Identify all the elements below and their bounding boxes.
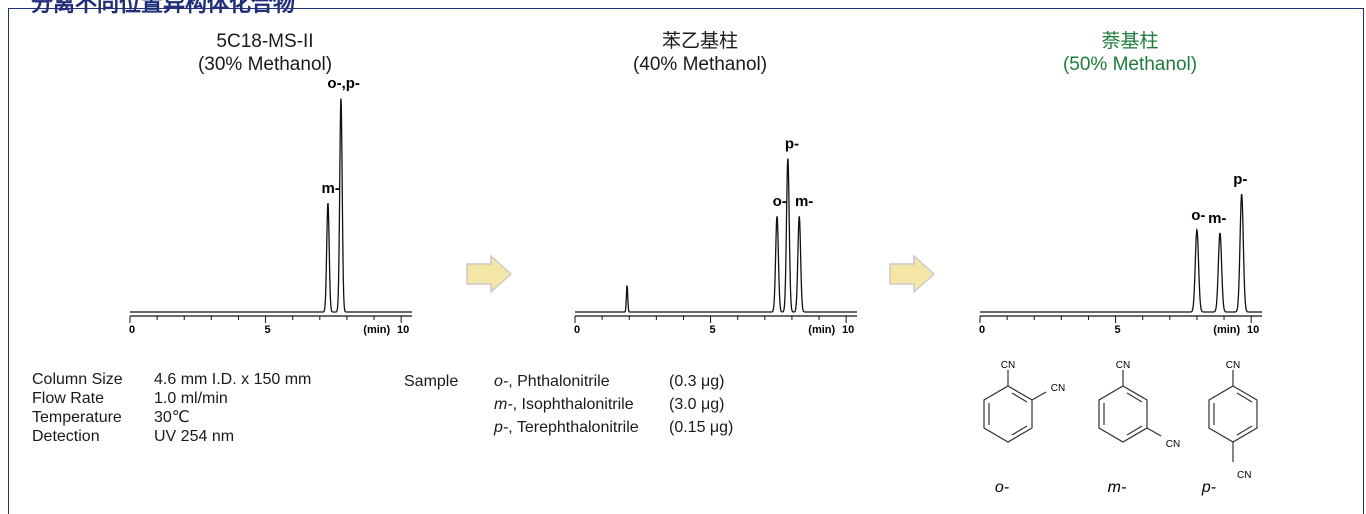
chromatogram-trace [575, 159, 857, 312]
arrow-right-icon [888, 254, 936, 294]
arrow-right-icon [465, 254, 513, 294]
peak-label: o-,p- [327, 75, 359, 92]
structure-phthalonitrile: CN CN o- [960, 358, 1090, 503]
chart-3-subtitle: (50% Methanol) [1035, 53, 1225, 76]
x-tick-label: 10 [397, 324, 409, 336]
sample-item: o-, Phthalonitrile (0.3 μg) [494, 370, 814, 393]
peak-label: m- [1208, 210, 1226, 227]
x-tick-label: 0 [979, 324, 985, 336]
sample-prefix: m- [494, 396, 513, 413]
condition-key: Temperature [32, 408, 154, 427]
x-tick-label: 0 [129, 324, 135, 336]
sample-amount: (0.3 μg) [669, 370, 724, 393]
sample-amount: (0.15 μg) [669, 416, 733, 439]
chart-3-title-block: 萘基柱 (50% Methanol) [1035, 30, 1225, 76]
condition-value: 1.0 ml/min [154, 389, 228, 408]
sample-item: p-, Terephthalonitrile (0.15 μg) [494, 416, 814, 439]
sample-prefix: o- [494, 373, 508, 390]
chart-1-title-block: 5C18-MS-II (30% Methanol) [170, 30, 360, 76]
structure-caption: p- [1201, 479, 1216, 496]
condition-row: Temperature 30℃ [32, 408, 311, 427]
x-tick-label: 5 [1115, 324, 1121, 336]
cn-label: CN [1166, 439, 1180, 450]
chart-2-title-block: 苯乙基柱 (40% Methanol) [605, 30, 795, 76]
chromatogram-naphthyl: 0 5 10 (min) o-m-p- [970, 80, 1270, 342]
cn-label: CN [1237, 470, 1251, 481]
x-tick-label: 5 [265, 324, 271, 336]
condition-key: Flow Rate [32, 389, 154, 408]
condition-key: Detection [32, 427, 154, 446]
peak-label: p- [1233, 171, 1247, 188]
sample-name: , Terephthalonitrile [508, 419, 638, 436]
sample-prefix: p- [494, 419, 508, 436]
cn-label: CN [1001, 360, 1015, 371]
x-axis-unit-label: (min) [808, 324, 835, 336]
structure-caption: o- [995, 479, 1009, 496]
x-tick-label: 0 [574, 324, 580, 336]
x-axis-unit-label: (min) [1213, 324, 1240, 336]
condition-row: Flow Rate 1.0 ml/min [32, 389, 311, 408]
x-tick-label: 5 [710, 324, 716, 336]
chart-3-title: 萘基柱 [1035, 30, 1225, 53]
peak-label: p- [785, 135, 799, 152]
condition-value: 30℃ [154, 408, 190, 427]
condition-value: UV 254 nm [154, 427, 234, 446]
chart-1-subtitle: (30% Methanol) [170, 53, 360, 76]
structure-caption: m- [1108, 479, 1127, 496]
chart-1-title: 5C18-MS-II [170, 30, 360, 53]
sample-name: , Phthalonitrile [508, 373, 609, 390]
chromatogram-trace [130, 99, 412, 312]
sample-name: , Isophthalonitrile [513, 396, 634, 413]
sample-amount: (3.0 μg) [669, 393, 724, 416]
sample-label: Sample [404, 370, 458, 393]
x-tick-label: 10 [1247, 324, 1259, 336]
chart-2-subtitle: (40% Methanol) [605, 53, 795, 76]
cn-label: CN [1226, 360, 1240, 371]
condition-value: 4.6 mm I.D. x 150 mm [154, 370, 311, 389]
peak-label: o- [773, 193, 787, 210]
condition-row: Detection UV 254 nm [32, 427, 311, 446]
cn-label: CN [1051, 383, 1065, 394]
chromatography-conditions: Column Size 4.6 mm I.D. x 150 mm Flow Ra… [32, 370, 311, 446]
condition-row: Column Size 4.6 mm I.D. x 150 mm [32, 370, 311, 389]
cn-label: CN [1116, 360, 1130, 371]
chromatogram-phenylethyl: 0 5 10 (min) o-p-m- [565, 80, 865, 342]
chart-2-title: 苯乙基柱 [605, 30, 795, 53]
peak-label: o- [1191, 207, 1205, 224]
structure-terephthalonitrile: CN CN p- [1185, 358, 1315, 503]
peak-label: m- [321, 180, 339, 197]
x-tick-label: 10 [842, 324, 854, 336]
x-axis-unit-label: (min) [363, 324, 390, 336]
peak-label: m- [795, 193, 813, 210]
sample-item: m-, Isophthalonitrile (3.0 μg) [494, 393, 814, 416]
condition-key: Column Size [32, 370, 154, 389]
page-heading: 分离不同位置异构体化合物 [31, 0, 451, 17]
